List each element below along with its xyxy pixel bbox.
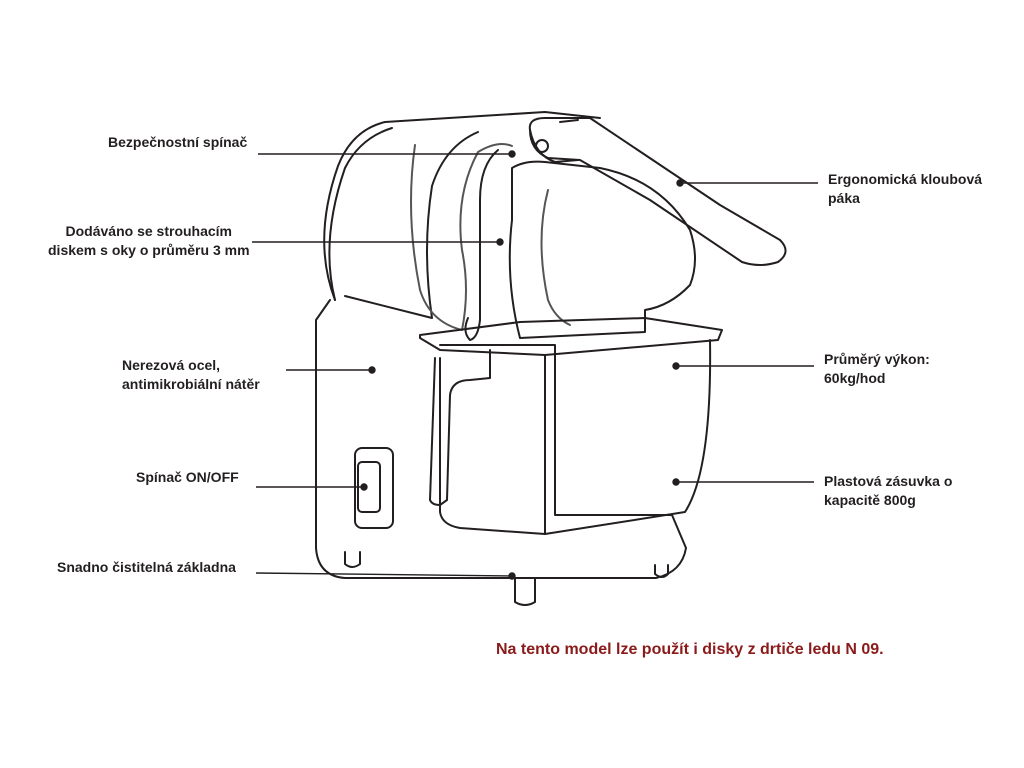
foot-right — [654, 564, 669, 578]
dot-base — [508, 572, 516, 580]
pusher-plate — [410, 143, 513, 331]
label-average-output: Průměrý výkon: 60kg/hod — [824, 351, 930, 386]
label-plastic-drawer: Plastová zásuvka o kapacitě 800g — [824, 473, 953, 508]
leader-lines — [252, 150, 818, 580]
hopper-curve — [540, 189, 571, 326]
lever — [528, 117, 787, 266]
label-ergonomic-lever: Ergonomická kloubová páka — [828, 171, 983, 206]
dot-safety-switch — [508, 150, 516, 158]
drawer-handle — [429, 349, 491, 506]
pusher-arm — [464, 149, 499, 341]
dot-on-off — [360, 483, 368, 491]
leader-base — [255, 572, 513, 577]
lever-pivot — [529, 129, 579, 163]
foot-left — [344, 551, 361, 568]
lever-slot — [559, 119, 579, 123]
switch-housing — [354, 447, 394, 529]
drawer-body — [439, 339, 712, 535]
compatibility-note: Na tento model lze použít i disky z drti… — [496, 641, 884, 658]
machine-body — [315, 299, 687, 579]
lever-pivot-hinge — [535, 139, 549, 153]
cylinder-housing — [323, 111, 601, 301]
label-on-off-switch: Spínač ON/OFF — [136, 469, 239, 485]
label-grating-disc: Dodáváno se strouhacím diskem s oky o pr… — [48, 223, 250, 258]
dot-output — [672, 362, 680, 370]
dot-grating-disc — [496, 238, 504, 246]
foot-middle — [514, 577, 536, 606]
label-safety-switch: Bezpečnostní spínač — [108, 134, 248, 150]
dot-stainless-steel — [368, 366, 376, 374]
cylinder-back — [328, 127, 393, 301]
dot-drawer — [672, 478, 680, 486]
cylinder-rim — [344, 131, 479, 319]
label-easy-clean-base: Snadno čistitelná základna — [57, 559, 236, 575]
label-stainless-steel: Nerezová ocel, antimikrobiální nátěr — [122, 357, 260, 392]
drawer-top — [419, 317, 723, 356]
hopper-dome — [508, 160, 696, 339]
dot-lever — [676, 179, 684, 187]
